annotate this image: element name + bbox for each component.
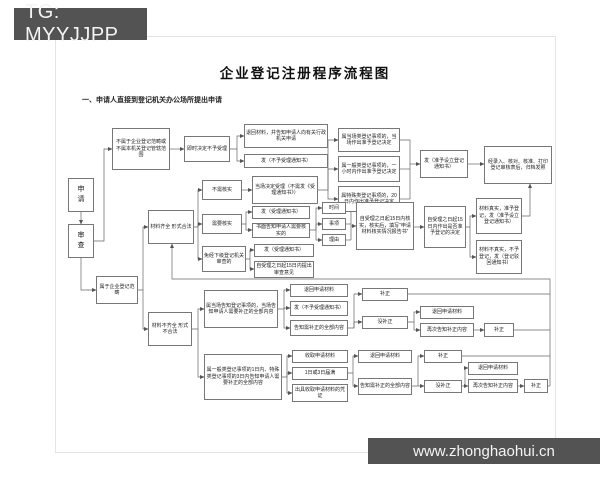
flow-node-return-tell: 退回材料，并告知申请人向有关行政机关申请 [244, 124, 328, 148]
flow-node-b11: 补正 [524, 379, 548, 393]
section-heading: 一、申请人直接到登记机关办公场所提出申请 [82, 97, 222, 104]
flow-node-b8: 没补正 [424, 380, 462, 393]
flow-node-a1: 退回申请材料 [290, 284, 348, 297]
flow-node-t-reason: 理由 [322, 234, 346, 246]
flow-node-mat-bad: 材料不齐全 形式不合法 [148, 312, 192, 346]
flow-node-mat-ok: 材料齐全 形式合法 [148, 210, 194, 244]
flow-node-b3: 出具收取申请材料的凭证 [292, 384, 348, 402]
flow-node-a0: 属当场告知登记事项的，当场告知申请人需要补正的全部内容 [204, 290, 278, 328]
flow-node-written-tell: 书面告知申请人需要核实的 [252, 223, 310, 238]
flow-node-archive: 经录入、核对、核准、打印登记审核表后，归档发照 [484, 146, 552, 184]
flow-node-a6: 退回申请材料 [420, 306, 474, 319]
flow-node-imm-reject: 即时决定不予受理 [184, 136, 230, 162]
flow-node-b1: 收取申请材料 [292, 350, 348, 363]
flow-node-verify-15: 自受理之日起15日内核实，核实后，填写“申请材料核实情况报告书” [356, 202, 414, 250]
flow-node-b5: 退回申请材料 [358, 350, 412, 363]
flow-node-need-verify: 需要核实 [202, 214, 242, 234]
flow-node-exempt: 免经下级登记机关审查的 [202, 246, 246, 272]
flow-node-a7: 再次告知补正内容 [420, 323, 474, 337]
flow-node-no-verify: 不需核实 [202, 180, 242, 200]
watermark-badge: TG: MYYJJPP [14, 1, 147, 46]
flow-node-t-time: 时间 [322, 202, 346, 214]
page-title: 企业登记注册程序流程图 [219, 66, 391, 81]
flow-node-in-category: 属于企业登记范畴 [96, 276, 138, 304]
flow-node-send-approve: 发（准予设立登记通知书） [420, 150, 468, 178]
flow-node-apply: 申请 [68, 178, 94, 212]
flow-node-a5: 没补正 [362, 316, 408, 329]
flow-node-send-accept-2: 发（受理通知书） [254, 244, 314, 257]
flow-node-a3: 告知需补正的全部内容 [290, 320, 348, 336]
flow-node-mat-true: 材料真实，准予登记，发（准予设立登记通知书） [476, 198, 522, 234]
flow-node-t-item: 事项 [322, 218, 346, 230]
flow-node-opinion: 自受理之日起15日内提出审查意见 [254, 261, 314, 278]
flow-node-send-no-accept: 发（不予受理通知书） [244, 154, 328, 168]
flow-node-review: 审查 [68, 224, 94, 258]
flow-node-send-accept-1: 发（受理通知书） [252, 206, 310, 219]
flow-node-b9: 退回申请材料 [468, 362, 518, 375]
flow-node-a2: 发（不予受理通知书） [290, 301, 348, 316]
flow-node-d-onspot: 属当场类登记事项的，当场作出准予登记决定 [338, 128, 400, 152]
flow-node-b6: 告知需补正的全部内容 [358, 378, 412, 395]
flow-node-d-general: 属一般类登记事项的，一小时内作出准予登记决定 [338, 156, 400, 182]
flow-node-not-category: 不属于企业登记范畴或不属本机关登记管辖范围 [112, 128, 170, 170]
flow-node-decide-15: 自受理之日起15日内作出是否准予登记的决定 [424, 206, 466, 248]
flow-node-mat-false: 材料不真实，不予登记，发（登记驳回通知书） [476, 240, 522, 274]
flow-node-onspot-accept: 当场决定受理（不需发《受理通知书》） [252, 176, 318, 204]
flow-node-b7: 补正 [424, 350, 462, 363]
flow-node-b10: 再次告知补正内容 [468, 379, 518, 393]
flow-node-a4: 补正 [362, 288, 408, 301]
flow-node-b2: 1日或3日届满 [292, 367, 348, 380]
watermark-url-bar: www.zhonghaohui.cn [368, 438, 600, 464]
flow-node-a8: 补正 [484, 323, 514, 337]
flow-node-b0: 属一般类登记事项的1日内、特殊类登记事项的3日内告知申请人需要补正的全部内容 [204, 354, 282, 400]
